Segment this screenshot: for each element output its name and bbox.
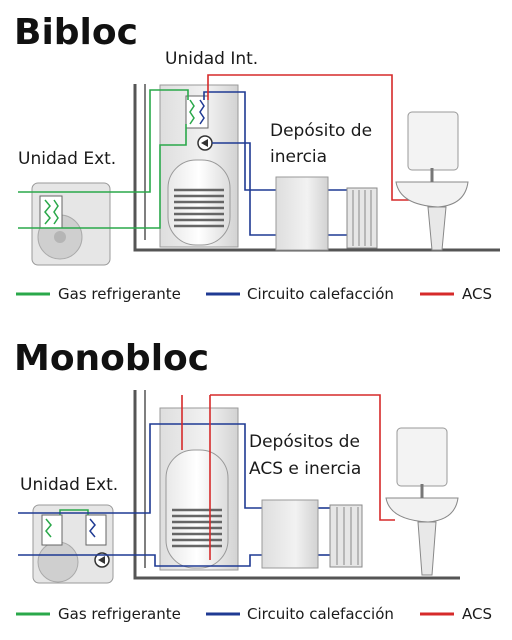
- outdoor-unit-bibloc: [31, 182, 111, 266]
- label-tank-line1-bibloc: Depósito de: [270, 121, 372, 141]
- legend-label-heating-2: Circuito calefacción: [247, 605, 394, 623]
- mirror-bibloc: [407, 111, 459, 171]
- buffer-tank-bibloc: [275, 176, 329, 251]
- label-indoor-unit: Unidad Int.: [165, 49, 258, 69]
- radiator-monobloc: [329, 504, 363, 568]
- label-tank-line2-bibloc: inercia: [270, 147, 327, 167]
- bibloc-section: Bibloc: [14, 12, 500, 266]
- buffer-tank-monobloc: [261, 499, 319, 569]
- legend-monobloc: Gas refrigerante Circuito calefacción AC…: [16, 605, 492, 623]
- outdoor-unit-monobloc: [32, 504, 114, 584]
- section-title-bibloc: Bibloc: [14, 12, 138, 53]
- legend-bibloc: Gas refrigerante Circuito calefacción AC…: [16, 285, 492, 303]
- heating-lines-monobloc: [18, 423, 330, 567]
- section-title-monobloc: Monobloc: [14, 338, 209, 379]
- label-outdoor-unit-monobloc: Unidad Ext.: [20, 475, 118, 495]
- heating-lines-bibloc: [203, 91, 348, 236]
- radiator-bibloc: [346, 187, 378, 249]
- monobloc-section: Monobloc: [14, 338, 460, 584]
- legend-label-dhw: ACS: [462, 285, 492, 303]
- legend-label-refrigerant-2: Gas refrigerante: [58, 605, 181, 623]
- dhw-lines-bibloc: [207, 74, 420, 201]
- legend-label-heating: Circuito calefacción: [247, 285, 394, 303]
- label-tank-line2-monobloc: ACS e inercia: [249, 459, 361, 479]
- sink-monobloc: [385, 484, 459, 576]
- sink-bibloc: [395, 168, 469, 251]
- refrigerant-lines-bibloc: [18, 89, 189, 229]
- legend-label-refrigerant: Gas refrigerante: [58, 285, 181, 303]
- label-tank-line1-monobloc: Depósitos de: [249, 432, 360, 452]
- dhw-lines-monobloc: [181, 394, 395, 560]
- tank-coil-monobloc: [172, 508, 222, 548]
- mirror-monobloc: [396, 427, 448, 487]
- building-walls: [133, 84, 500, 252]
- building-walls-monobloc: [133, 390, 460, 580]
- tank-coil: [174, 188, 224, 228]
- legend-label-dhw-2: ACS: [462, 605, 492, 623]
- label-outdoor-unit-bibloc: Unidad Ext.: [18, 149, 116, 169]
